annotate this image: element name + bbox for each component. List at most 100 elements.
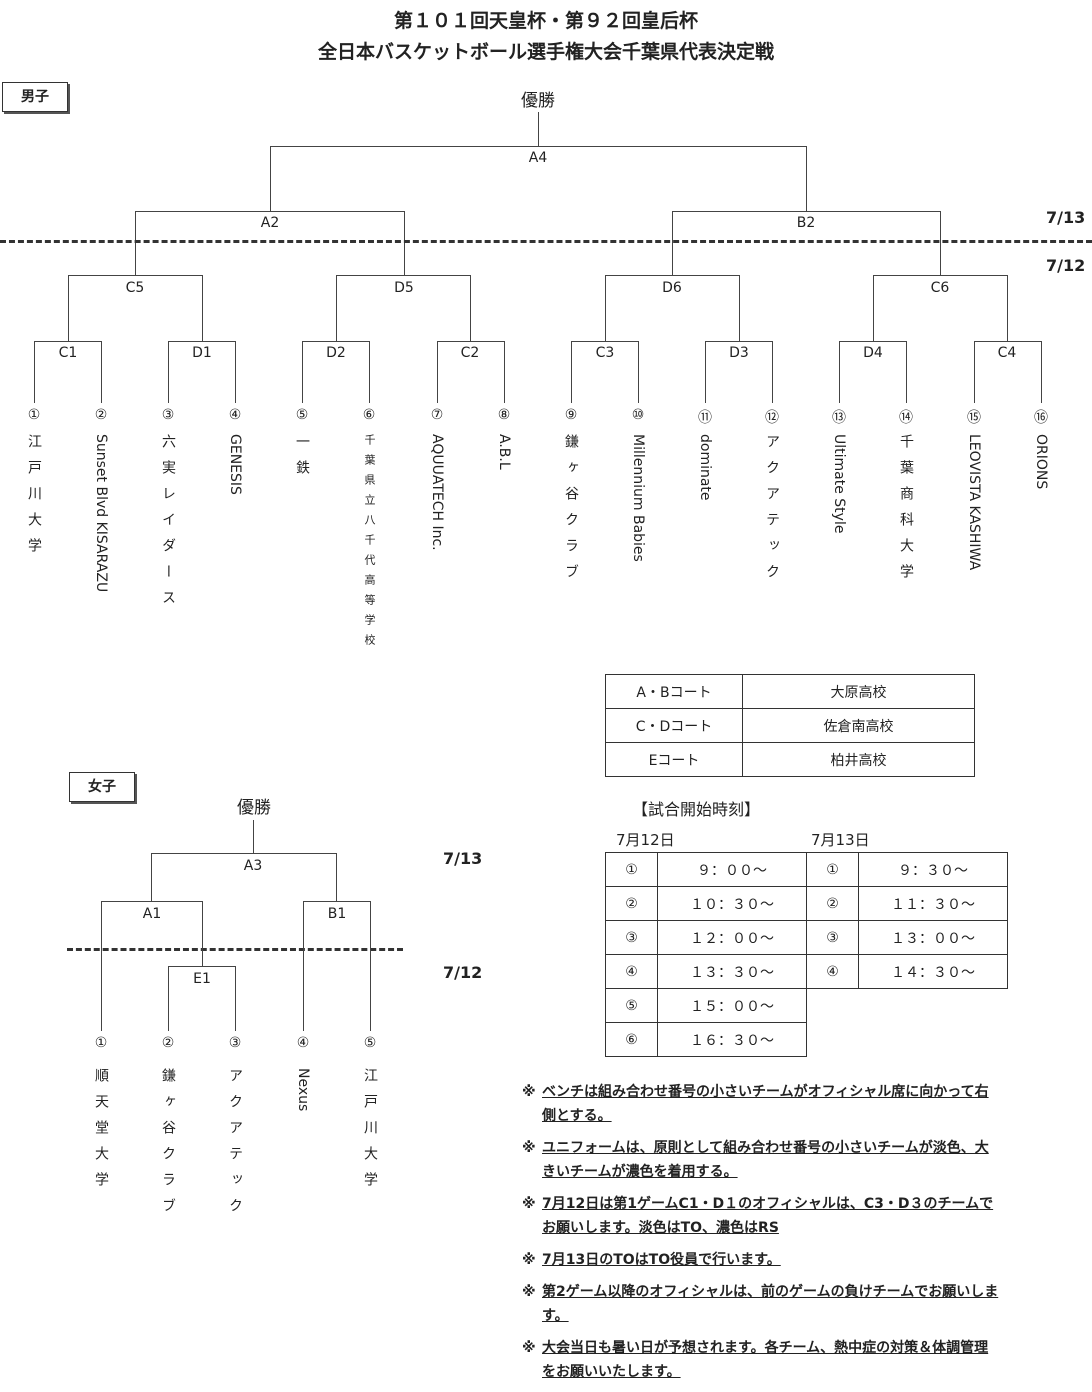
women-semi-b1-bar	[303, 901, 371, 902]
women-semi-a1-bar	[101, 901, 203, 902]
women-team-drop	[370, 901, 371, 1031]
game-time: １０：３０～	[657, 886, 807, 921]
men-r1-bar	[974, 341, 1042, 342]
note-text: 7月12日は第1ゲームC1・D１のオフィシャルは、C3・D３のチームでお願いしま…	[542, 1196, 994, 1236]
men-semi-drop	[672, 211, 673, 276]
men-section-label: 男子	[2, 82, 68, 112]
men-team-name: Ultimate Style	[831, 434, 847, 534]
table-row: Eコート 柏井高校	[605, 742, 975, 777]
women-final-bar	[151, 853, 337, 854]
list-item: ※第2ゲーム以降のオフィシャルは、前のゲームの負けチームでお願いします。	[522, 1280, 1002, 1328]
men-game-d4: D4	[863, 345, 883, 361]
women-team-drop	[235, 966, 236, 1031]
men-team-name: ORIONS	[1033, 434, 1049, 490]
men-team-drop	[705, 341, 706, 403]
men-date-divider	[0, 240, 1092, 243]
men-team-drop	[638, 341, 639, 403]
game-time: １３：００～	[858, 920, 1008, 955]
list-item: ※大会当日も暑い日が予想されます。各チーム、熱中症の対策＆体調管理をお願いいたし…	[522, 1336, 1002, 1384]
court-name: A・Bコート	[605, 674, 743, 709]
game-no: ⑤	[605, 988, 658, 1023]
note-mark: ※	[522, 1140, 536, 1156]
men-game-d3: D3	[729, 345, 749, 361]
women-team-drop	[101, 901, 102, 1031]
men-seed: ⑥	[362, 407, 376, 423]
men-r1-bar	[168, 341, 236, 342]
men-quarter-drop	[605, 275, 606, 341]
note-mark: ※	[522, 1084, 536, 1100]
men-quarter-drop	[1007, 275, 1008, 341]
page-title-line2: 全日本バスケットボール選手権大会千葉県代表決定戦	[317, 41, 774, 63]
men-quarter-drop	[68, 275, 69, 341]
men-quarter-bar	[873, 275, 1008, 276]
women-date-upper: 7/13	[443, 849, 483, 868]
men-team-name: GENESIS	[227, 434, 243, 495]
men-seed: ⑤	[295, 407, 309, 423]
court-venue: 柏井高校	[742, 742, 975, 777]
men-r1-bar	[571, 341, 639, 342]
men-date-lower: 7/12	[1046, 256, 1086, 275]
table-row: A・Bコート 大原高校	[605, 674, 975, 709]
women-date-divider	[67, 948, 403, 951]
men-seed: ⑫	[765, 410, 779, 426]
list-item: ※7月13日のTOはTO役員で行います。	[522, 1248, 1002, 1272]
men-semi-drop	[404, 211, 405, 276]
men-game-c5: C5	[125, 280, 145, 296]
court-name: C・Dコート	[605, 708, 743, 743]
men-champion-label: 優勝	[521, 91, 555, 111]
women-game-e1: E1	[193, 971, 211, 987]
women-team-drop	[303, 901, 304, 1031]
men-date-upper: 7/13	[1046, 208, 1086, 227]
men-team-name: Millennium Babies	[630, 434, 646, 562]
notes-list: ※ベンチは組み合わせ番号の小さいチームがオフィシャル席に向かって右側とする。 ※…	[522, 1080, 1002, 1392]
women-team-name: 鎌ヶ谷クラブ	[160, 1068, 176, 1224]
men-quarter-drop	[470, 275, 471, 341]
women-game-a1: A1	[142, 906, 162, 922]
men-seed: ②	[94, 407, 108, 423]
women-seed: ③	[228, 1035, 242, 1051]
men-team-drop	[571, 341, 572, 403]
game-no: ④	[806, 954, 859, 989]
women-section-label: 女子	[69, 772, 135, 802]
game-no: ①	[806, 852, 859, 887]
women-semi-drop	[202, 901, 203, 966]
men-quarter-drop	[739, 275, 740, 341]
game-no: ③	[806, 920, 859, 955]
men-quarter-drop	[336, 275, 337, 341]
men-game-a4: A4	[528, 150, 548, 166]
note-text: 第2ゲーム以降のオフィシャルは、前のゲームの負けチームでお願いします。	[542, 1284, 999, 1324]
men-game-b2: B2	[796, 215, 816, 231]
men-team-name: A.B.L	[496, 434, 512, 470]
men-team-name: dominate	[697, 434, 713, 501]
list-item: ※7月12日は第1ゲームC1・D１のオフィシャルは、C3・D３のチームでお願いし…	[522, 1192, 1002, 1240]
men-game-d1: D1	[192, 345, 212, 361]
men-seed: ③	[161, 407, 175, 423]
men-seed: ⑭	[899, 410, 913, 426]
men-team-name: 江戸川大学	[26, 434, 42, 564]
men-quarter-bar	[336, 275, 471, 276]
men-quarter-bar	[68, 275, 203, 276]
game-time: １６：３０～	[657, 1022, 807, 1057]
men-final-left-drop	[270, 146, 271, 211]
men-r1-bar	[302, 341, 370, 342]
men-team-name: 千葉商科大学	[898, 434, 914, 590]
men-seed: ①	[27, 407, 41, 423]
game-time: ９：００～	[657, 852, 807, 887]
women-team-name: Nexus	[295, 1068, 311, 1112]
women-final-line	[253, 820, 254, 854]
men-team-drop	[504, 341, 505, 403]
men-r1-bar	[437, 341, 505, 342]
men-team-drop	[772, 341, 773, 403]
men-seed: ④	[228, 407, 242, 423]
note-text: 大会当日も暑い日が予想されます。各チーム、熱中症の対策＆体調管理をお願いいたしま…	[542, 1340, 989, 1380]
men-team-drop	[101, 341, 102, 403]
court-venue: 佐倉南高校	[742, 708, 975, 743]
men-team-drop	[168, 341, 169, 403]
men-team-name: 鎌ヶ谷クラブ	[563, 434, 579, 590]
men-team-name: LEOVISTA KASHIWA	[966, 434, 982, 571]
